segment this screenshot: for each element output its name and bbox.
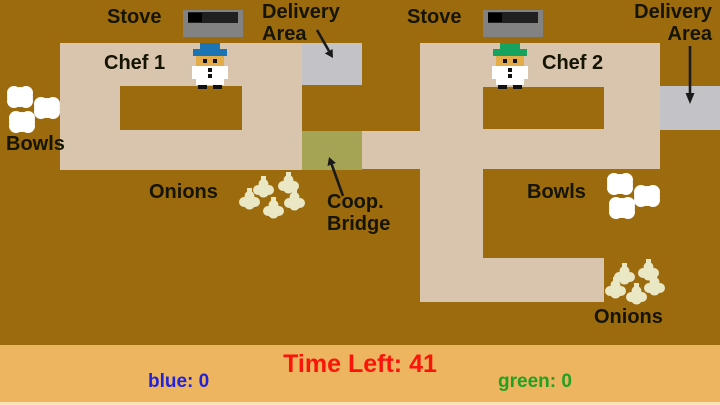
hud-bar [0, 345, 720, 405]
stove-1-icon [183, 10, 243, 37]
stove-2-icon [483, 10, 543, 37]
delivery-2-arrow-icon [685, 46, 695, 104]
chef-1-sprite [192, 43, 228, 89]
hud-bottom-strip [0, 402, 720, 405]
green-score-value: 0 [561, 371, 572, 392]
green-score-label: green: [498, 371, 557, 392]
delivery-1-arrow-icon [315, 29, 333, 58]
stove-1-label: Stove [107, 6, 162, 28]
counter-1 [120, 86, 242, 130]
chef-2-sprite [492, 43, 528, 89]
onions-right-label: Onions [594, 306, 663, 328]
green-score-text: green: 0 [498, 371, 572, 392]
blue-score-label: blue: [148, 371, 194, 392]
bowl-icon [7, 110, 37, 134]
onion-icon [643, 274, 666, 297]
bowl-icon [607, 196, 637, 220]
right-kitchen-middle-arm [420, 129, 660, 169]
blue-score-value: 0 [198, 371, 210, 392]
bowls-right-label: Bowls [527, 181, 586, 203]
counter-2 [483, 87, 604, 129]
chef-1-label: Chef 1 [104, 52, 166, 74]
delivery-1-label: Delivery Area [262, 1, 340, 45]
bowl-icon [605, 172, 635, 196]
time-left-label: Time Left: [283, 350, 403, 378]
chef-2-label: Chef 2 [542, 52, 604, 74]
onion-icon [262, 197, 285, 220]
time-left-text: Time Left: 41 [0, 351, 720, 378]
delivery-2-label: Delivery Area [634, 1, 712, 45]
onions-left-label: Onions [149, 181, 218, 203]
coop-bridge-label: Coop. Bridge [327, 191, 391, 235]
bowls-left-label: Bowls [6, 133, 65, 155]
onion-icon [238, 188, 261, 211]
right-kitchen-spine [420, 43, 483, 302]
coop-bridge-arrow-icon [327, 157, 345, 197]
bowl-icon [5, 85, 35, 109]
stove-2-label: Stove [407, 6, 462, 28]
blue-score-text: blue: 0 [148, 371, 209, 392]
bridge-corridor-floor [362, 131, 420, 169]
right-kitchen-bottom-arm [483, 258, 604, 302]
onion-icon [283, 189, 306, 212]
right-kitchen-right-link [604, 87, 660, 129]
onion-icon [604, 277, 627, 300]
time-left-value: 41 [409, 350, 437, 378]
